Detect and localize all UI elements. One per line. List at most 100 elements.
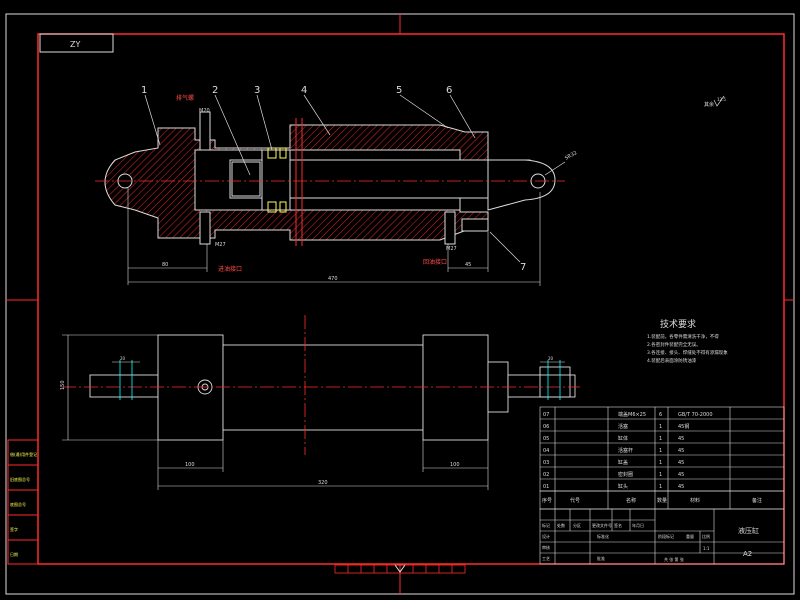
tb-label: 分区 [573, 522, 581, 528]
tb-label: 年月日 [632, 522, 644, 528]
left-head-block [157, 334, 224, 441]
balloon-2: 2 [212, 85, 218, 96]
vent-label: 排气螺 [176, 94, 194, 102]
tb-label: 阶段标记 [658, 533, 674, 539]
bom-header-cell: 代号 [570, 497, 580, 504]
sheet-size: A2 [743, 550, 752, 558]
tech-note: 2.各密封件装配完全无误。 [647, 341, 701, 348]
tb-label: 标记 [542, 522, 550, 528]
front-section-view: 1 2 3 4 5 6 7 排气螺 M20 M27 进油接口 M27 回油接口 … [95, 85, 726, 286]
tech-note: 4.装配后表面涂防锈油漆 [647, 357, 697, 364]
bom-cell: 活塞 [618, 423, 628, 430]
rod-eye [487, 159, 556, 211]
bom-cell: 缸盖 [618, 459, 628, 466]
bom-cell: 1 [659, 472, 662, 478]
thread-right-label: M27 [446, 246, 457, 252]
dim-front-right-small: 45 [465, 262, 471, 268]
tb-label: 签名 [614, 522, 622, 528]
port-right-label: 回油接口 [423, 258, 447, 266]
thread-left-label: M27 [215, 242, 226, 248]
strip-label: 签字 [10, 526, 18, 532]
bom-cell: 密封圈 [618, 471, 633, 478]
bom-cell: 活塞杆 [618, 447, 633, 454]
right-head-block [422, 334, 489, 441]
title-block [539, 508, 785, 565]
outer-frame [5, 13, 795, 595]
bom-cell: 端盖M6×25 [618, 411, 646, 418]
bom-cell: 1 [659, 448, 662, 454]
drawing-name: 液压缸 [738, 526, 759, 535]
bom-cell: 6 [659, 412, 662, 418]
tb-label: 共 张 第 张 [664, 556, 684, 562]
tb-label: 设计 [542, 533, 550, 539]
piston [261, 149, 291, 211]
dim-top-left-pin: 20 [120, 356, 126, 361]
tech-note: 3.各连接、接头、焊缝处不得有渗漏现象 [647, 349, 728, 356]
bom-cell: 1 [659, 460, 662, 466]
right-fitting [461, 218, 489, 232]
dim-front-left-small: 80 [162, 262, 168, 268]
bom-cell: 缸体 [618, 435, 628, 442]
tb-scale-value: 1:1 [703, 546, 710, 551]
tb-label: 更改文件号 [592, 522, 612, 528]
finish-symbol [713, 95, 725, 107]
dim-top-height: 150 [60, 380, 66, 390]
tb-label: 比例 [702, 533, 710, 539]
bom-header-cell: 备注 [752, 497, 762, 504]
seal-bottom2 [279, 201, 287, 213]
centering-marks [6, 14, 794, 594]
bom-cell: 03 [543, 460, 549, 466]
seal-top2 [279, 147, 287, 159]
fitting-top-label: M20 [199, 108, 210, 114]
port-left-label: 进油接口 [218, 265, 242, 273]
inlet-fitting [199, 211, 211, 245]
strip-label: 借(通)用件登记 [10, 451, 37, 457]
bom-cell: 45 [678, 436, 684, 442]
inner-frame [37, 33, 785, 565]
tb-label: 工艺 [542, 556, 550, 561]
balloon-1: 1 [141, 85, 147, 96]
bom-cell: 45 [678, 448, 684, 454]
bom-cell: 07 [543, 412, 549, 418]
dim-top-left-block: 100 [185, 462, 195, 468]
balloon-5: 5 [396, 85, 402, 96]
tech-heading: 技术要求 [660, 318, 696, 330]
vent-fitting [199, 111, 211, 151]
tb-label: 重量 [686, 533, 694, 539]
bom-cell: 1 [659, 484, 662, 490]
dim-top-right-block: 100 [450, 462, 460, 468]
bom-cell: 04 [543, 448, 549, 454]
dim-front-total: 470 [328, 276, 338, 282]
barrel [222, 344, 424, 431]
bom-cell: 45 [678, 460, 684, 466]
bom-cell: GB/T 70-2000 [678, 412, 713, 418]
bom-cell: 02 [543, 472, 549, 478]
bom-header-cell: 序号 [542, 497, 552, 504]
top-view [89, 334, 576, 441]
tech-note: 1.装配前，各零件需清洗干净，不得 [647, 333, 719, 340]
strip-label: 旧底图总号 [10, 476, 30, 482]
left-clevis [89, 374, 159, 398]
code-text: ZY [70, 40, 80, 49]
bom-header-cell: 材料 [690, 497, 700, 504]
tb-label: 处数 [557, 522, 565, 528]
dim-top-right-pin: 20 [548, 356, 554, 361]
balloon-4: 4 [301, 85, 307, 96]
bom-cell: 45钢 [678, 423, 689, 430]
bom-rows: 07 端盖M6×25 6 GB/T 70-2000 06 活塞 1 45钢 05… [543, 411, 713, 490]
seal-top [267, 147, 277, 159]
strip-label: 底图总号 [10, 501, 26, 507]
eye-dia-label: SR32 [564, 150, 578, 162]
bom-cell: 1 [659, 424, 662, 430]
top-view-dims [62, 334, 565, 490]
bom-cell: 45 [678, 484, 684, 490]
bom-header-cell: 名称 [626, 497, 636, 504]
dim-top-total: 320 [318, 480, 328, 486]
bom-cell: 05 [543, 436, 549, 442]
finish-note: 其余 [704, 101, 714, 108]
bottom-scale [334, 564, 466, 574]
left-strip: 借(通)用件登记 旧底图总号 底图总号 签字 日期 [7, 439, 39, 565]
return-fitting [444, 211, 456, 245]
strip-label: 日期 [10, 551, 18, 557]
